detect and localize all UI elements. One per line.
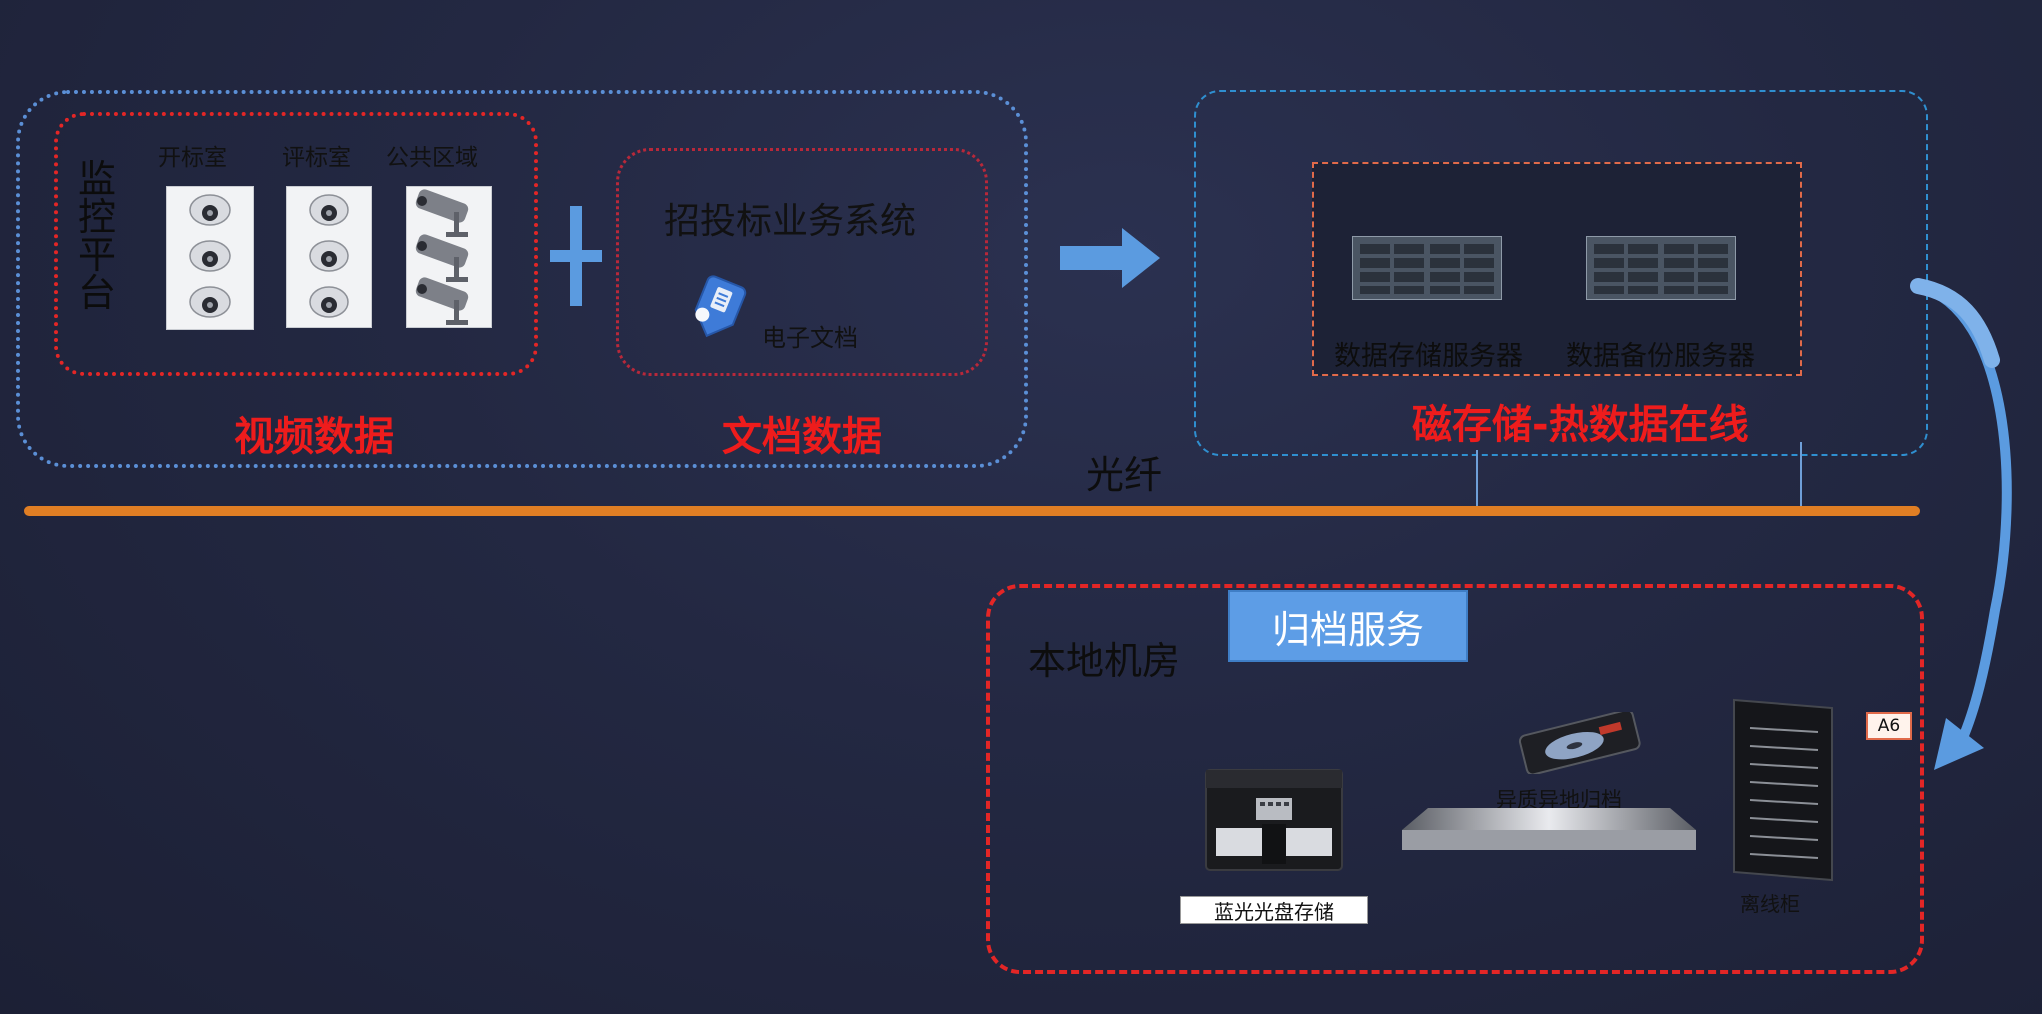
hot-storage-caption: 磁存储-热数据在线	[1412, 402, 1749, 448]
archive-service-label: 归档服务	[1271, 607, 1424, 652]
offline-cabinet-label: 离线柜	[1740, 892, 1800, 916]
monitoring-platform-label: 监控平台	[78, 157, 117, 315]
fiber-line	[24, 506, 1920, 516]
document-data-group	[616, 148, 988, 376]
optical-storage-label: 蓝光光盘存储	[1214, 899, 1334, 924]
bullet-camera-icon	[415, 189, 469, 325]
right-arrow-icon	[1060, 228, 1160, 288]
document-tag-icon	[682, 272, 754, 344]
video-data-group	[54, 112, 538, 376]
dome-cameras-bid-evaluation	[286, 186, 372, 328]
dome-camera-icon	[189, 194, 231, 318]
bidding-system-title: 招投标业务系统	[664, 201, 917, 242]
connector-line	[1800, 442, 1802, 508]
storage-server-icon	[1351, 235, 1503, 301]
optical-storage-label-box: 蓝光光盘存储	[1180, 896, 1368, 924]
archive-service-button[interactable]: 归档服务	[1228, 590, 1468, 662]
data-sources-group	[16, 90, 1028, 468]
local-machine-room-group	[986, 584, 1924, 974]
plus-icon	[550, 206, 602, 306]
disc-cartridge-icon	[1516, 709, 1646, 776]
connector-line	[1476, 450, 1478, 508]
hot-storage-group	[1194, 90, 1928, 456]
curved-arrow-icon	[1900, 270, 2030, 800]
room-label-public-area: 公共区域	[386, 145, 478, 171]
optical-disc-storage-icon	[1202, 764, 1346, 876]
local-machine-room-title: 本地机房	[1028, 639, 1181, 683]
backup-server-icon	[1585, 235, 1737, 301]
a6-tag-label: A6	[1877, 716, 1901, 736]
fiber-label: 光纤	[1086, 453, 1163, 497]
dome-camera-icon	[309, 194, 349, 318]
video-data-caption: 视频数据	[234, 414, 394, 460]
electronic-document-label: 电子文档	[762, 324, 858, 352]
room-label-bid-evaluation: 评标室	[282, 145, 351, 171]
document-data-caption: 文档数据	[722, 414, 882, 460]
dome-cameras-bid-opening	[166, 186, 254, 330]
room-label-bid-opening: 开标室	[158, 145, 227, 171]
backup-server-label: 数据备份服务器	[1566, 341, 1755, 372]
bullet-cameras-public-area	[406, 186, 492, 328]
disc-shelf-icon	[1402, 804, 1696, 854]
offline-cabinet-icon	[1728, 694, 1838, 884]
a6-tag: A6	[1866, 712, 1912, 740]
storage-server-label: 数据存储服务器	[1334, 341, 1523, 372]
